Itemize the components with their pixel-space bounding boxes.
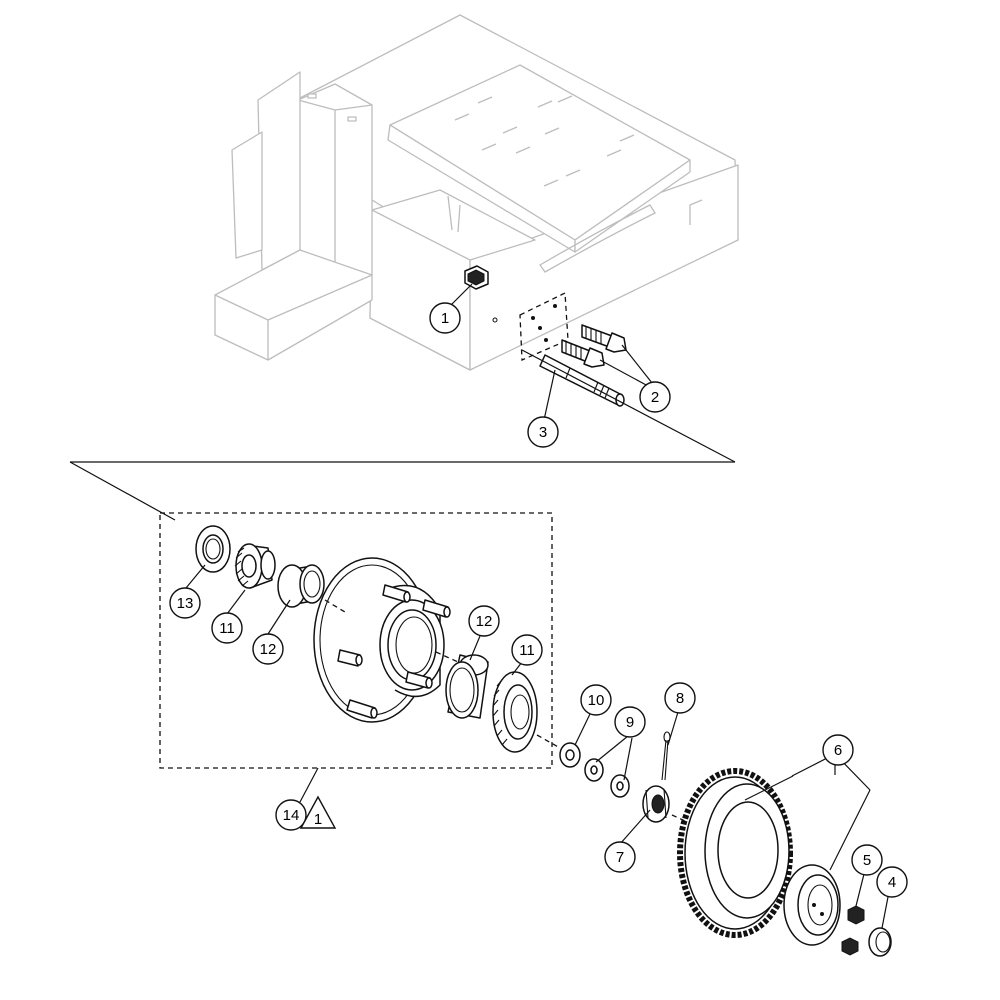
svg-text:2: 2 (651, 389, 659, 406)
wheel-hub (313, 557, 459, 723)
part-6-wheel-rim (783, 864, 841, 946)
part-7-castle-nut (642, 785, 670, 823)
part-1-nut (464, 265, 489, 290)
part-2-bolts (561, 324, 627, 368)
detail-leader-lines (69, 349, 736, 521)
part-8-cotter-pin (661, 731, 671, 781)
svg-text:5: 5 (863, 852, 871, 869)
callout-12-inner: 12 (252, 633, 284, 665)
axle-mount-plate (492, 291, 569, 361)
callout-1: 1 (429, 302, 461, 334)
svg-text:6: 6 (834, 742, 842, 759)
part-9-washers (584, 758, 630, 798)
callout-10: 10 (580, 684, 612, 716)
callout-2: 2 (639, 381, 671, 413)
callout-11-inner: 11 (211, 612, 243, 644)
part-13-seal (195, 525, 231, 573)
callout-6: 6 (822, 734, 854, 766)
svg-text:11: 11 (519, 642, 535, 659)
callout-5: 5 (851, 844, 883, 876)
callout-13: 13 (169, 587, 201, 619)
note-triangle: 1 (299, 795, 337, 829)
svg-text:13: 13 (177, 595, 194, 612)
svg-text:12: 12 (260, 641, 277, 658)
svg-text:1: 1 (441, 310, 449, 327)
svg-text:11: 11 (219, 620, 235, 637)
callout-9: 9 (614, 706, 646, 738)
part-11-bearing-inner (234, 543, 276, 589)
part-3-axle (539, 354, 625, 407)
svg-text:12: 12 (476, 613, 493, 630)
part-12-race-inner (277, 564, 325, 608)
part-4-hub-cap (868, 927, 892, 957)
callout-12-outer: 12 (468, 605, 500, 637)
part-12-race-outer (445, 654, 489, 719)
part-6-wheel-tire (677, 768, 793, 938)
svg-text:9: 9 (626, 714, 634, 731)
callout-14: 14 (275, 799, 307, 831)
callout-4: 4 (876, 866, 908, 898)
svg-text:4: 4 (888, 874, 896, 891)
part-11-bearing-outer (492, 671, 561, 753)
callout-8: 8 (664, 682, 696, 714)
svg-text:1: 1 (314, 811, 322, 828)
svg-text:8: 8 (676, 690, 684, 707)
svg-text:14: 14 (283, 807, 300, 824)
part-5-lug-nuts (841, 905, 865, 956)
svg-text:3: 3 (539, 424, 547, 441)
part-10-washer (559, 742, 581, 768)
callout-11-outer: 11 (511, 634, 543, 666)
callout-7: 7 (604, 841, 636, 873)
callout-3: 3 (527, 416, 559, 448)
machine-frame-ghost (214, 14, 739, 371)
svg-text:7: 7 (616, 849, 624, 866)
svg-text:10: 10 (588, 692, 605, 709)
